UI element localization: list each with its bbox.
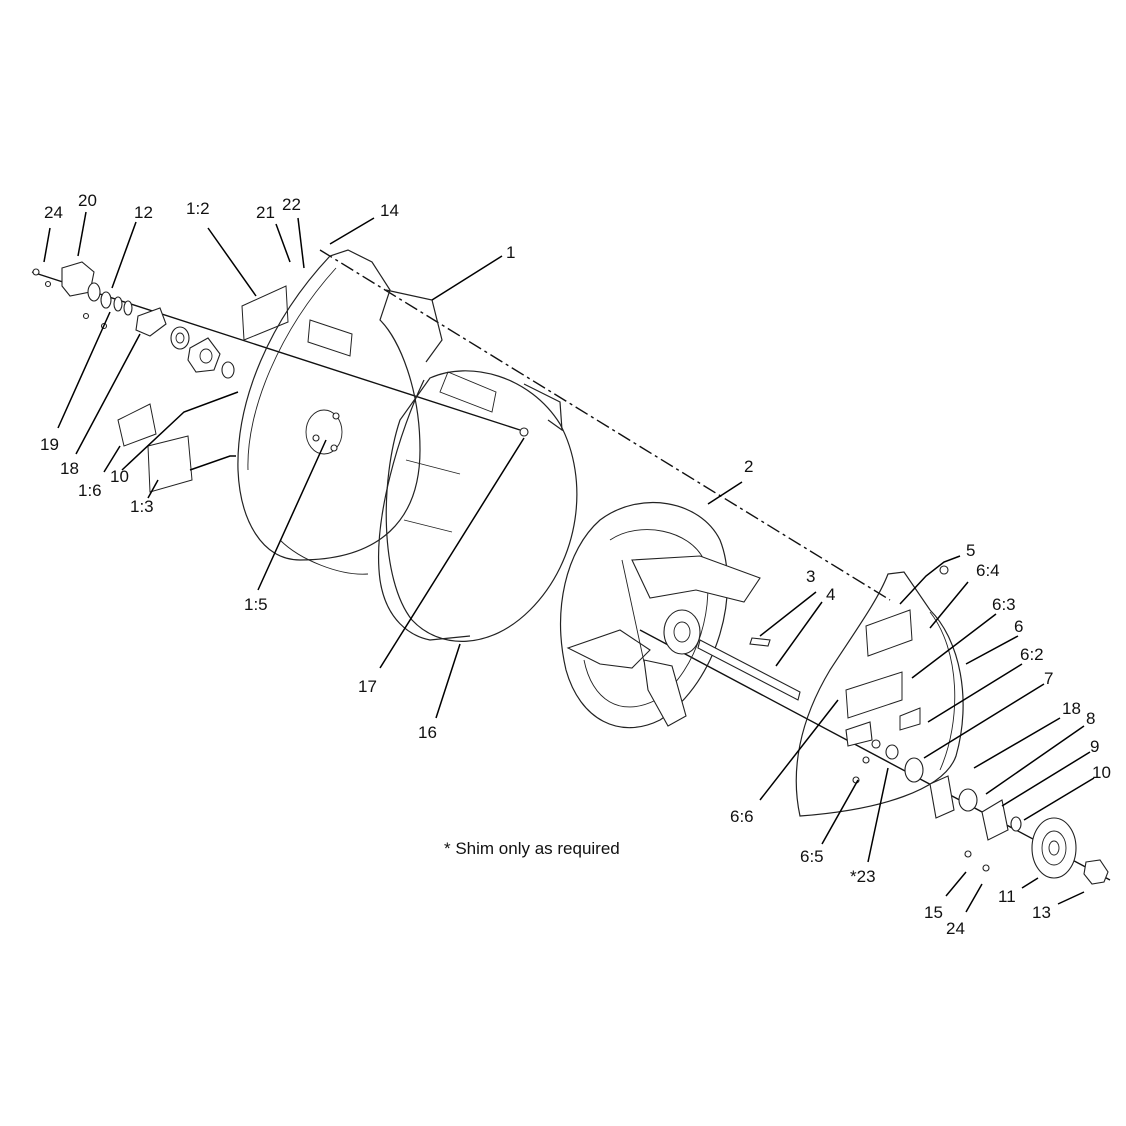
callout-22: 22 (282, 195, 301, 214)
callout-labels: 24 20 12 1:2 21 22 14 1 19 18 1:6 10 1:3… (40, 191, 1111, 938)
left-housing-side-plate (237, 249, 443, 575)
callout-15: 15 (924, 903, 943, 922)
impeller-assembly (560, 501, 761, 729)
callout-14: 14 (380, 201, 399, 220)
callout-6-6: 6:6 (730, 807, 754, 826)
callout-18-right: 18 (1062, 699, 1081, 718)
callout-17: 17 (358, 677, 377, 696)
callout-5: 5 (966, 541, 975, 560)
callout-20: 20 (78, 191, 97, 210)
left-decals (117, 285, 289, 493)
callout-12: 12 (134, 203, 153, 222)
callout-21: 21 (256, 203, 275, 222)
callout-10-left: 10 (110, 467, 129, 486)
callout-6-3: 6:3 (992, 595, 1016, 614)
shim-note: * Shim only as required (444, 839, 620, 858)
callout-1-2: 1:2 (186, 199, 210, 218)
callout-24: 24 (44, 203, 63, 222)
housing-wrapper (378, 370, 578, 642)
callout-1-5: 1:5 (244, 595, 268, 614)
callout-6: 6 (1014, 617, 1023, 636)
callout-1-3: 1:3 (130, 497, 154, 516)
right-housing-side-plate (795, 571, 964, 817)
callout-24-right: 24 (946, 919, 965, 938)
shaft-and-key (697, 637, 801, 701)
callout-11: 11 (998, 887, 1016, 906)
left-bearing-hardware (32, 261, 235, 379)
callout-7: 7 (1044, 669, 1053, 688)
assembly-axis-lines (31, 249, 1111, 881)
callout-19: 19 (40, 435, 59, 454)
callout-6-4: 6:4 (976, 561, 1000, 580)
callout-23: *23 (850, 867, 876, 886)
callout-1-6: 1:6 (78, 481, 102, 500)
callout-13: 13 (1032, 903, 1051, 922)
callout-4: 4 (826, 585, 835, 604)
callout-18-left: 18 (60, 459, 79, 478)
callout-6-5: 6:5 (800, 847, 824, 866)
callout-1: 1 (506, 243, 515, 262)
callout-16: 16 (418, 723, 437, 742)
callout-3: 3 (806, 567, 815, 586)
callout-8: 8 (1086, 709, 1095, 728)
callout-2: 2 (744, 457, 753, 476)
callout-10-right: 10 (1092, 763, 1111, 782)
leader-lines (43, 211, 1095, 913)
callout-9: 9 (1090, 737, 1099, 756)
callout-6-2: 6:2 (1020, 645, 1044, 664)
right-bearing-hardware (885, 565, 1109, 885)
